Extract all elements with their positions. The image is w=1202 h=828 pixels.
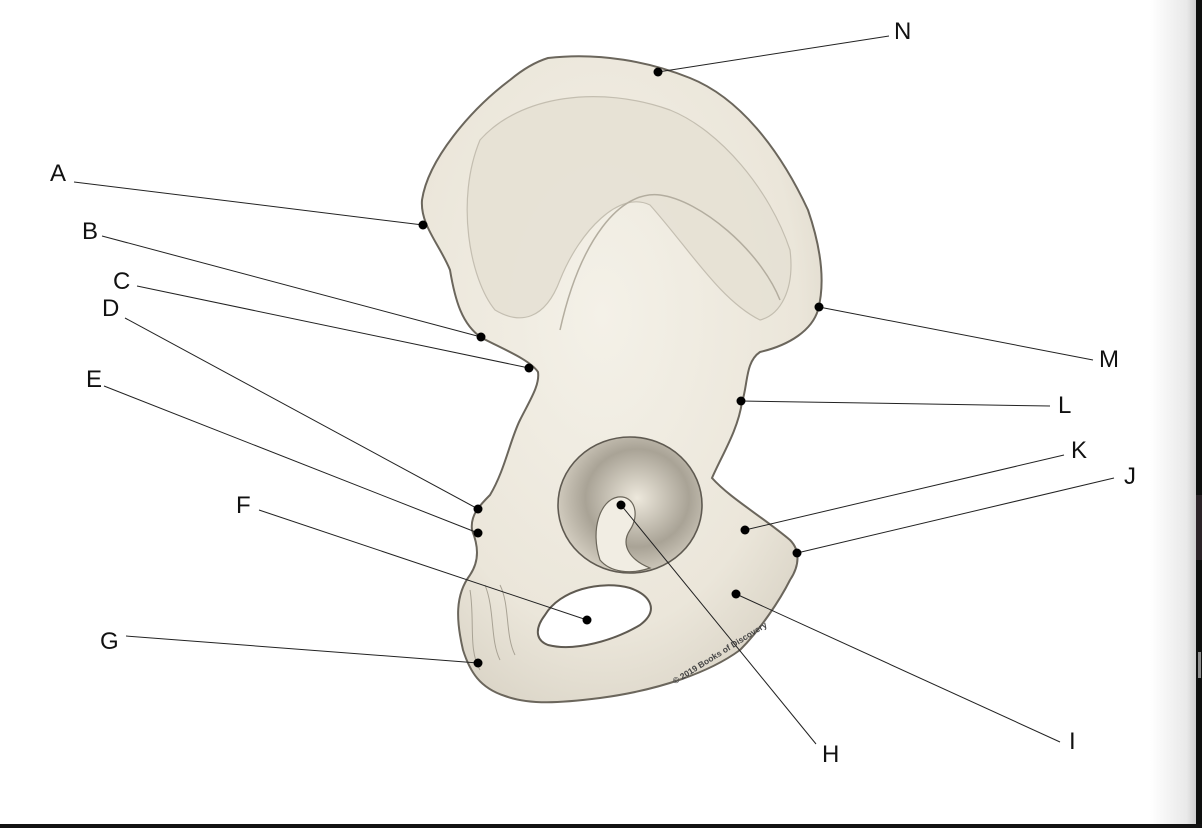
marker-dot-L [736,396,746,406]
marker-dot-B [476,332,486,342]
label-N: N [894,18,912,45]
label-A: A [50,160,67,187]
label-I: I [1069,728,1076,755]
leader-line-E [103,385,479,534]
label-D: D [102,295,120,322]
leader-line-K [744,454,1065,531]
leader-line-M [818,306,1094,361]
gluteal-surface-ridge [559,193,781,331]
acetabular-notch [595,496,652,573]
page-edge-shadow [1150,0,1196,824]
leader-line-L [740,400,1051,407]
marker-dot-J [792,548,802,558]
label-M: M [1099,346,1119,373]
scrollbar-marker [1198,652,1201,678]
leader-line-J [796,477,1115,554]
leader-line-I [735,593,1061,743]
label-J: J [1124,463,1136,490]
label-G: G [100,628,119,655]
leader-line-C [136,285,530,369]
label-E: E [86,366,103,393]
marker-dot-E [473,528,483,538]
leader-lines [73,35,1115,745]
label-L: L [1058,392,1072,419]
leader-line-H [620,504,817,745]
leader-line-F [258,509,588,621]
leader-line-B [101,235,482,338]
leader-line-D [124,317,479,510]
leader-line-A [73,181,424,226]
scrollbar-track[interactable] [1196,0,1202,828]
marker-dot-K [740,525,750,535]
marker-dots [418,67,824,668]
marker-dot-D [473,504,483,514]
label-K: K [1071,437,1088,464]
marker-dot-C [524,363,534,373]
marker-dot-H [616,500,626,510]
obturator-foramen [536,584,652,649]
leader-line-G [125,635,479,664]
label-H: H [822,741,840,768]
marker-dot-N [653,67,663,77]
marker-dot-A [418,220,428,230]
marker-dot-I [731,589,741,599]
marker-dot-G [473,658,483,668]
label-F: F [236,492,251,519]
marker-dot-M [814,302,824,312]
iliac-fossa [466,96,792,321]
label-B: B [82,218,99,245]
scrollbar-thumb[interactable] [1196,495,1202,560]
bottom-window-edge [0,824,1202,828]
leader-line-N [657,35,890,73]
marker-dot-F [582,615,592,625]
label-C: C [113,268,131,295]
